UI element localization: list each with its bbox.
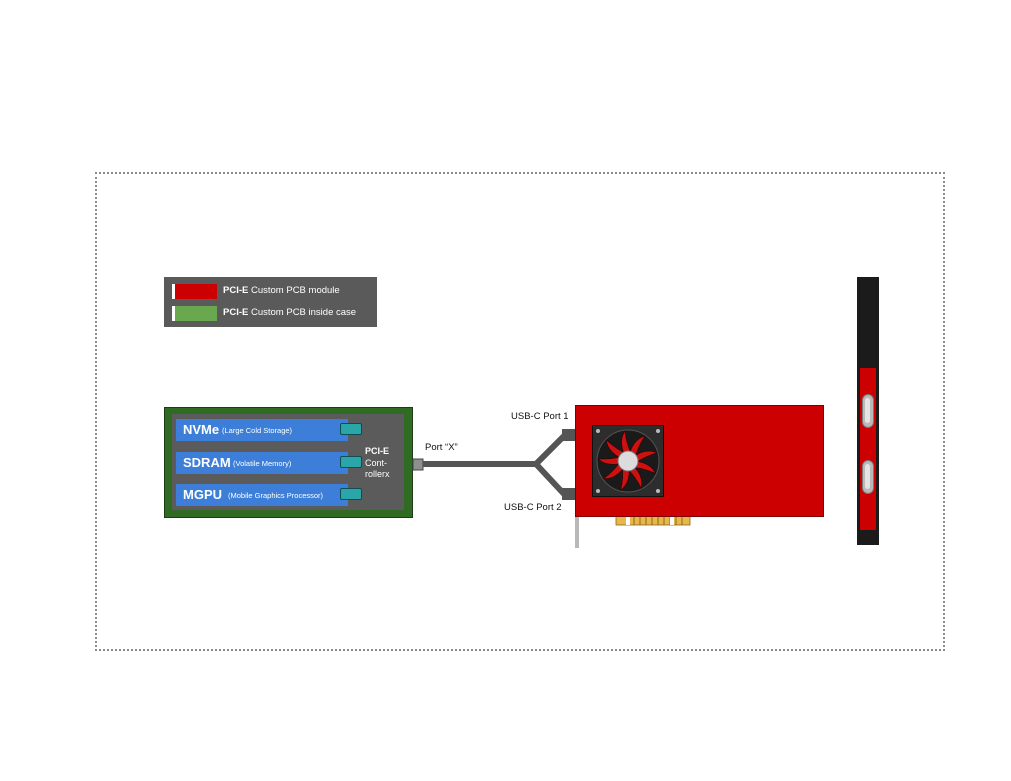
cable-main bbox=[423, 461, 538, 467]
cable-branch-port2 bbox=[533, 461, 567, 497]
module-sdram: SDRAM (Volatile Memory) bbox=[176, 452, 362, 474]
controller-line1: Cont- bbox=[365, 457, 388, 468]
module-name: NVMe bbox=[183, 422, 220, 437]
connector-icon bbox=[340, 488, 362, 500]
legend-item-label: Custom PCB inside case bbox=[248, 307, 357, 318]
module-mgpu: MGPU (Mobile Graphics Processor) bbox=[176, 484, 362, 506]
usb-c-port1-label: USB-C Port 1 bbox=[511, 411, 569, 422]
usb-c-port2-label: USB-C Port 2 bbox=[504, 502, 562, 513]
legend: PCI-E Custom PCB module PCI-E Custom PCB… bbox=[164, 277, 377, 327]
legend-item-bold: PCI-E bbox=[223, 285, 249, 296]
usb-c-plug-2 bbox=[562, 488, 576, 500]
cable-branch-port1 bbox=[533, 433, 567, 467]
case-port-connector bbox=[412, 458, 424, 471]
usb-c-plug-1 bbox=[562, 429, 576, 441]
usb-c-port1-icon bbox=[862, 394, 874, 428]
module-desc: (Large Cold Storage) bbox=[222, 426, 293, 435]
module-nvme: NVMe (Large Cold Storage) bbox=[176, 419, 362, 441]
usb-c-port2-icon bbox=[862, 460, 874, 494]
diagram-frame bbox=[95, 172, 945, 651]
module-desc: (Mobile Graphics Processor) bbox=[228, 491, 324, 500]
legend-swatch-green bbox=[172, 306, 217, 321]
card-bracket-edge bbox=[575, 510, 579, 548]
connector-icon bbox=[340, 456, 362, 468]
legend-item-bold: PCI-E bbox=[223, 307, 249, 318]
port-x-label: Port “X” bbox=[425, 442, 458, 453]
fan-icon bbox=[592, 425, 664, 497]
module-desc: (Volatile Memory) bbox=[233, 459, 292, 468]
connector-icon bbox=[340, 423, 362, 435]
module-name: SDRAM bbox=[183, 455, 231, 470]
legend-item-label: Custom PCB module bbox=[248, 285, 340, 296]
io-bracket-red-plate bbox=[860, 368, 876, 530]
legend-swatch-red bbox=[172, 284, 217, 299]
pcie-controller-label: PCI-E Cont- rollerx bbox=[365, 446, 390, 481]
controller-title: PCI-E bbox=[365, 446, 390, 456]
controller-line2: rollerx bbox=[365, 469, 390, 479]
module-name: MGPU bbox=[183, 487, 222, 502]
